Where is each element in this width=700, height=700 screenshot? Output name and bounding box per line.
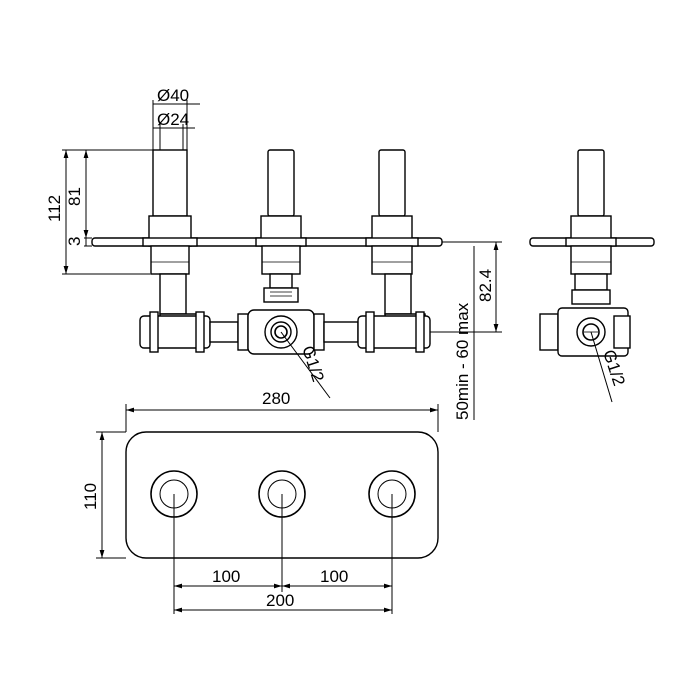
spacing-left-label: 100 (212, 567, 240, 586)
diameter-24-label: Ø24 (157, 110, 189, 129)
diameter-40-label: Ø40 (157, 86, 189, 105)
front-elevation: G1/2 Ø40 Ø24 112 81 3 (45, 86, 502, 420)
height-dimensions: 112 81 3 (45, 149, 155, 275)
height-81-label: 81 (65, 187, 84, 206)
side-elevation: G1/2 (529, 149, 655, 403)
height-110-label: 110 (81, 483, 100, 510)
depth-dimensions: 82.4 50min - 60 max (430, 241, 502, 420)
valve-body (139, 273, 431, 355)
width-280-label: 280 (262, 389, 290, 408)
height-112-label: 112 (45, 195, 64, 222)
cover-plate-front-view: 280 110 100 100 200 (81, 389, 439, 614)
depth-range-label: 50min - 60 max (453, 302, 472, 420)
height-82-4-label: 82.4 (476, 269, 495, 302)
spacing-total-label: 200 (266, 591, 294, 610)
spacing-right-label: 100 (320, 567, 348, 586)
handle-middle (255, 149, 307, 275)
handle-right (365, 149, 419, 275)
handle-left (142, 149, 198, 275)
height-3-label: 3 (65, 237, 84, 246)
thread-leader-front (280, 331, 331, 399)
thread-leader-side (590, 331, 613, 403)
diameter-dimensions: Ø40 Ø24 (152, 86, 200, 150)
